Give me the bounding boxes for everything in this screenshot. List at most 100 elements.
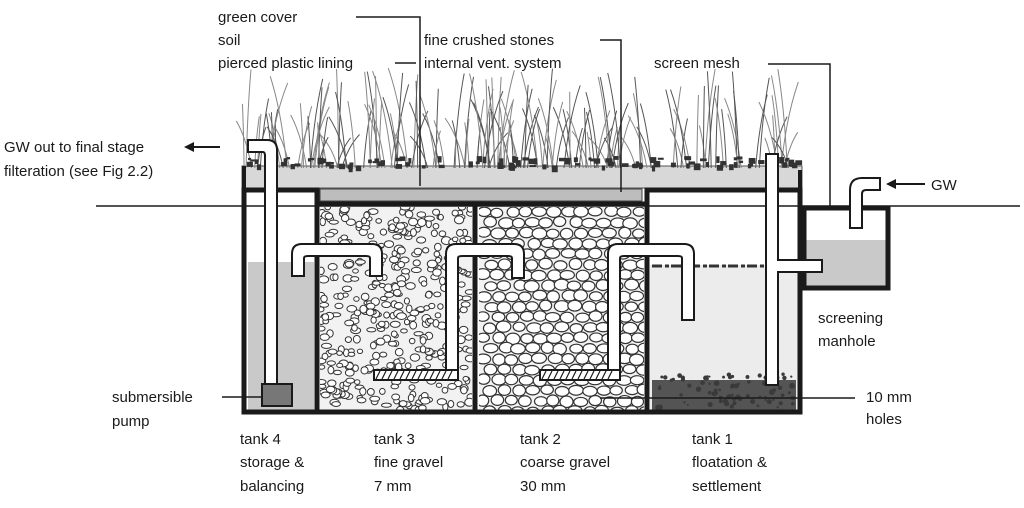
- coarse-gravel-stone: [479, 311, 490, 322]
- sludge-particle: [756, 404, 760, 408]
- sludge-particle: [679, 393, 683, 397]
- fine-gravel-stone: [459, 237, 467, 244]
- coarse-gravel-stone: [587, 207, 603, 217]
- grass-tuft: [509, 164, 515, 171]
- grass-tuft: [329, 164, 334, 169]
- grass-blade: [347, 100, 356, 169]
- fine-gravel-stone: [462, 375, 470, 382]
- gw-inlet-pipe: [849, 177, 881, 229]
- grass-tuft: [529, 165, 537, 168]
- coarse-gravel-stone: [588, 291, 604, 302]
- sludge-particle: [729, 404, 734, 409]
- coarse-gravel-stone: [624, 278, 640, 291]
- coarse-gravel-stone: [526, 322, 543, 334]
- grass-tuft: [290, 164, 295, 170]
- coarse-gravel-stone: [505, 227, 520, 239]
- sludge-particle: [713, 390, 719, 396]
- label-manhole-1: screening: [818, 310, 883, 327]
- fine-gravel-stone: [320, 325, 326, 332]
- grass-tuft: [286, 157, 291, 160]
- fine-gravel-stone: [369, 358, 380, 366]
- grass-tuft: [421, 165, 426, 169]
- sludge-particle: [695, 386, 702, 392]
- coarse-gravel-stone: [527, 237, 542, 250]
- fine-gravel-stone: [320, 342, 332, 349]
- sludge-particle: [789, 382, 795, 389]
- fine-gravel-stone: [353, 296, 360, 302]
- coarse-gravel-stone: [540, 384, 554, 395]
- tank2-desc-2: 30 mm: [520, 478, 566, 495]
- coarse-gravel-stone: [524, 216, 541, 228]
- coarse-gravel-stone: [512, 321, 526, 332]
- coarse-gravel-stone: [483, 215, 497, 228]
- fine-gravel-stone: [344, 336, 352, 343]
- fine-gravel-stone: [336, 362, 344, 369]
- fine-gravel-stone: [393, 302, 404, 310]
- tank1-wall: [644, 187, 803, 415]
- grass-tuft: [685, 156, 692, 161]
- coarse-gravel-stone: [538, 217, 553, 229]
- label-manhole-2: manhole: [818, 333, 876, 350]
- coarse-gravel-stone: [517, 395, 532, 408]
- grass-tuft: [636, 164, 644, 168]
- fine-gravel-stone: [320, 294, 328, 303]
- green-cover-grass: [235, 67, 803, 173]
- label-gw-in: GW: [931, 177, 958, 194]
- fine-gravel-stone: [393, 288, 402, 297]
- tank2-title: tank 2: [520, 431, 561, 448]
- fine-gravel-stone: [320, 217, 326, 227]
- fine-gravel-stone: [405, 304, 413, 314]
- fine-gravel-stone: [416, 211, 427, 218]
- fine-gravel-stone: [390, 330, 398, 338]
- coarse-gravel-stone: [566, 405, 583, 410]
- grass-tuft: [309, 157, 315, 161]
- fine-gravel-stone: [408, 217, 419, 227]
- fine-gravel-stone: [435, 382, 443, 388]
- slot-holes-t3: [375, 370, 453, 380]
- sludge-particle: [790, 401, 795, 406]
- coarse-gravel-stone: [526, 406, 540, 410]
- tank3-title: tank 3: [374, 431, 415, 448]
- tank1-desc-2: settlement: [692, 478, 762, 495]
- coarse-gravel-stone: [520, 333, 534, 345]
- grass-blade: [669, 128, 685, 169]
- coarse-gravel-stone: [567, 299, 583, 312]
- sludge-particle: [776, 405, 779, 409]
- sludge-particle: [757, 373, 762, 378]
- coarse-gravel-stone: [525, 384, 541, 396]
- grass-tuft: [785, 157, 790, 160]
- fine-gravel-stone: [465, 347, 472, 354]
- sludge-particle: [680, 375, 685, 380]
- coarse-gravel-stone: [525, 342, 541, 354]
- tank1-sludge-particles: [655, 372, 796, 411]
- coarse-gravel-stone: [490, 227, 507, 240]
- slot-hole: [595, 370, 601, 380]
- grass-tuft: [573, 157, 578, 163]
- grass-blade: [497, 76, 502, 169]
- coarse-gravel-stone: [547, 352, 564, 365]
- sludge-particle: [663, 375, 668, 380]
- grass-tuft: [720, 161, 727, 166]
- slotted-pipe-t3: [373, 369, 459, 381]
- grass-blade: [585, 92, 599, 169]
- fine-gravel-stone: [419, 336, 427, 345]
- tank4-desc: storage &: [240, 454, 304, 471]
- coarse-gravel-stone: [573, 289, 589, 302]
- sludge-particle: [705, 377, 709, 381]
- coarse-gravel-stone: [541, 405, 556, 410]
- slot-hole: [547, 370, 553, 380]
- grass-tuft: [317, 157, 324, 165]
- fine-gravel-stone: [353, 379, 361, 385]
- sludge-particle: [713, 380, 720, 386]
- grass-blade: [363, 110, 372, 169]
- coarse-gravel-stone: [518, 375, 534, 386]
- fine-gravel-stone: [388, 255, 400, 264]
- grass-blade: [290, 114, 308, 169]
- slot-hole: [429, 370, 435, 380]
- sludge-particle: [683, 401, 686, 404]
- coarse-gravel-stone: [632, 207, 644, 217]
- label-soil: soil: [218, 32, 241, 49]
- coarse-gravel-stone: [559, 395, 574, 409]
- coarse-gravel-stone: [569, 343, 584, 354]
- coarse-gravel-stone: [491, 311, 506, 323]
